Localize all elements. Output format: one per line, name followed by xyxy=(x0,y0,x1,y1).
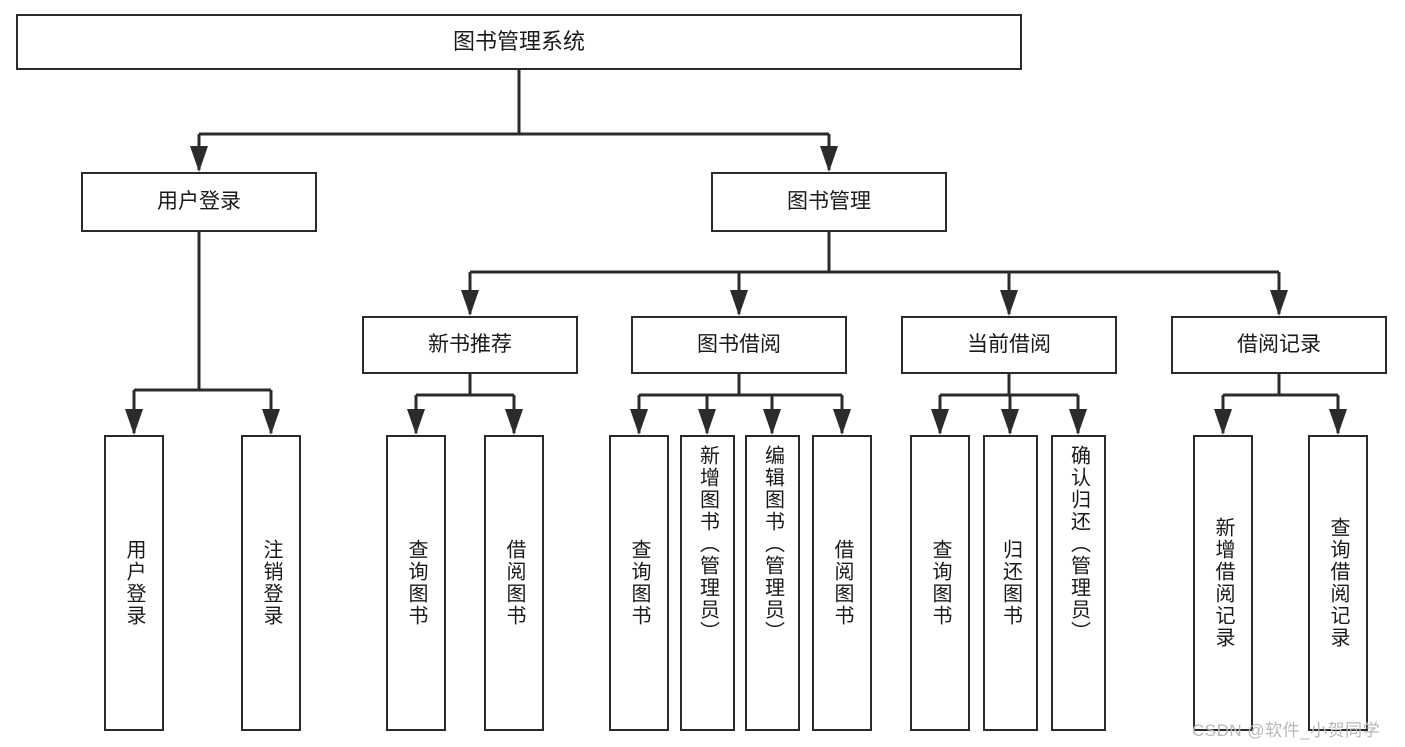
node-borrow-record[interactable]: 借阅记录 xyxy=(1171,316,1387,374)
arrowhead-icon xyxy=(125,409,143,435)
node-label: 图书管理 xyxy=(787,190,871,214)
arrowhead-icon xyxy=(505,409,523,435)
arrowhead-icon xyxy=(407,409,425,435)
node-leaf-confirm-return[interactable]: 确认归还（管理员） xyxy=(1051,435,1106,731)
node-leaf-query-record[interactable]: 查询借阅记录 xyxy=(1308,435,1368,731)
node-label: 查询图书 xyxy=(929,539,951,627)
edge-group-container xyxy=(125,70,1347,435)
node-label: 新增借阅记录 xyxy=(1212,517,1234,649)
node-book-manage[interactable]: 图书管理 xyxy=(711,172,947,232)
arrowhead-icon xyxy=(763,409,781,435)
arrowhead-icon xyxy=(1270,290,1288,316)
node-label: 归还图书 xyxy=(999,539,1022,627)
node-label: 图书借阅 xyxy=(697,333,781,357)
arrowhead-icon xyxy=(1214,409,1232,435)
node-book-borrow[interactable]: 图书借阅 xyxy=(631,316,847,374)
node-leaf-user-login[interactable]: 用户登录 xyxy=(104,435,164,731)
arrowhead-icon xyxy=(262,409,280,435)
node-label: 编辑图书（管理员） xyxy=(761,445,784,643)
node-leaf-edit-book[interactable]: 编辑图书（管理员） xyxy=(745,435,800,731)
node-leaf-borrow-book-2[interactable]: 借阅图书 xyxy=(812,435,872,731)
node-leaf-return-book[interactable]: 归还图书 xyxy=(983,435,1038,731)
node-leaf-query-book-2[interactable]: 查询图书 xyxy=(609,435,669,731)
arrowhead-icon xyxy=(833,409,851,435)
node-label: 查询图书 xyxy=(405,539,427,627)
node-label: 当前借阅 xyxy=(967,333,1051,357)
node-leaf-query-book-3[interactable]: 查询图书 xyxy=(910,435,970,731)
node-label: 新书推荐 xyxy=(428,333,512,357)
node-current-borrow[interactable]: 当前借阅 xyxy=(901,316,1117,374)
arrowhead-icon xyxy=(1069,409,1087,435)
arrowhead-icon xyxy=(820,146,838,172)
arrowhead-icon xyxy=(730,290,748,316)
node-label: 借阅图书 xyxy=(831,539,853,627)
node-label: 图书管理系统 xyxy=(452,28,585,54)
node-label: 新增图书（管理员） xyxy=(696,445,719,643)
node-leaf-borrow-book-1[interactable]: 借阅图书 xyxy=(484,435,544,731)
node-leaf-logout[interactable]: 注销登录 xyxy=(241,435,301,731)
node-leaf-add-book[interactable]: 新增图书（管理员） xyxy=(680,435,735,731)
node-label: 借阅图书 xyxy=(503,539,525,627)
arrowhead-icon xyxy=(630,409,648,435)
node-label: 用户登录 xyxy=(123,539,145,627)
node-root[interactable]: 图书管理系统 xyxy=(16,14,1022,70)
node-leaf-query-book-1[interactable]: 查询图书 xyxy=(386,435,446,731)
arrowhead-icon xyxy=(698,409,716,435)
node-label: 查询借阅记录 xyxy=(1327,517,1349,649)
csdn-watermark: CSDN @软件_小贺同学 xyxy=(1192,721,1381,740)
arrowhead-icon xyxy=(461,290,479,316)
node-label: 确认归还（管理员） xyxy=(1067,445,1090,643)
node-label: 查询图书 xyxy=(628,539,650,627)
arrowhead-icon xyxy=(1000,290,1018,316)
node-new-book-recommend[interactable]: 新书推荐 xyxy=(362,316,578,374)
arrowhead-icon xyxy=(190,146,208,172)
node-user-login[interactable]: 用户登录 xyxy=(81,172,317,232)
node-label: 用户登录 xyxy=(157,190,241,214)
node-leaf-add-record[interactable]: 新增借阅记录 xyxy=(1193,435,1253,731)
arrowhead-icon xyxy=(931,409,949,435)
arrowhead-icon xyxy=(1329,409,1347,435)
arrowhead-icon xyxy=(1001,409,1019,435)
node-label: 借阅记录 xyxy=(1237,333,1321,357)
node-label: 注销登录 xyxy=(260,539,282,627)
